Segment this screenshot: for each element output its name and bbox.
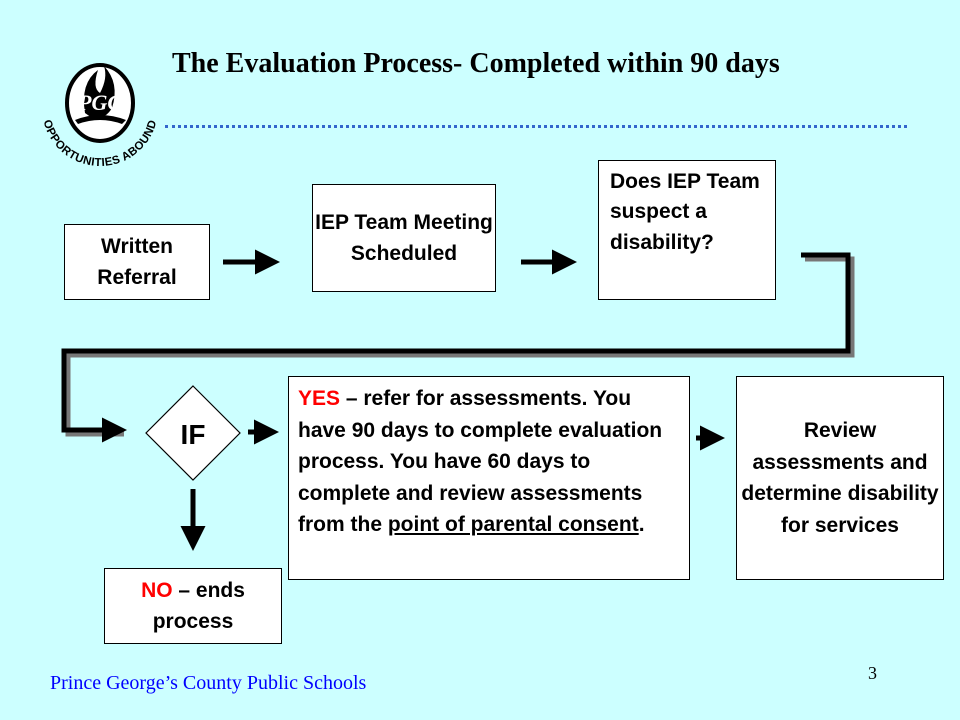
yes-text: – refer for assessments. You have 90 day… (298, 387, 663, 536)
no-box: NO – ends process (104, 568, 282, 644)
yes-label: YES (298, 387, 341, 410)
footer-org: Prince George’s County Public Schools (50, 672, 367, 694)
written-referral-text: Written Referral (97, 234, 177, 290)
suspect-disability-text: Does IEP Team suspect a disability? (610, 170, 760, 254)
decision-diamond (145, 385, 241, 481)
decision-label: IF (180, 419, 206, 450)
logo-monogram: PGC (77, 90, 122, 115)
dotted-divider (165, 115, 907, 128)
loop-connector-shadow (65, 256, 855, 437)
page-title: The Evaluation Process- Completed within… (172, 48, 780, 79)
no-label: NO (141, 578, 173, 602)
iep-meeting-text: IEP Team Meeting Scheduled (315, 210, 493, 266)
written-referral-box: Written Referral (64, 224, 210, 300)
review-box: Review assessments and determine disabil… (736, 376, 944, 580)
pgc-logo: PGC OPPORTUNITIES ABOUND (40, 63, 159, 169)
no-text: – ends process (152, 578, 245, 634)
loop-connector (61, 252, 851, 443)
parental-consent-text: point of parental consent (387, 513, 639, 536)
iep-meeting-box: IEP Team Meeting Scheduled (312, 184, 496, 292)
yes-box: YES – refer for assessments. You have 90… (288, 376, 690, 580)
review-text: Review assessments and determine disabil… (741, 419, 939, 537)
suspect-disability-box: Does IEP Team suspect a disability? (598, 160, 776, 300)
page-number: 3 (868, 663, 877, 683)
yes-end: . (638, 513, 645, 536)
